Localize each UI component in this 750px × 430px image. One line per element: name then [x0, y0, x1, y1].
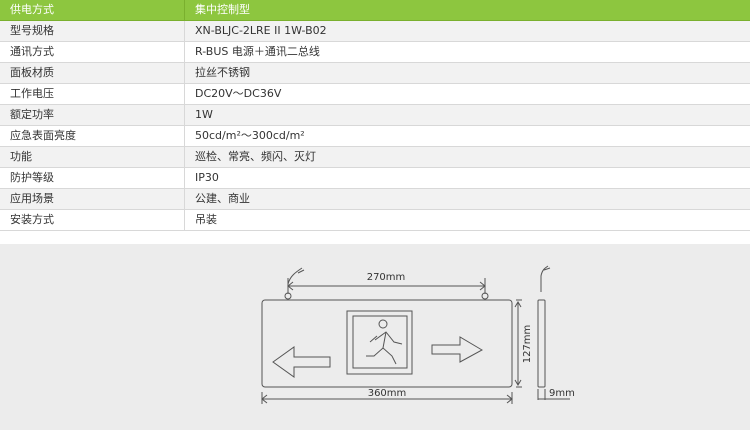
spec-row: 防护等级 IP30	[0, 167, 750, 189]
spec-row: 应急表面亮度 50cd/m²～300cd/m²	[0, 125, 750, 147]
cable-left	[287, 267, 303, 294]
spec-row: 功能 巡检、常亮、频闪、灭灯	[0, 146, 750, 168]
spec-label: 通讯方式	[0, 41, 185, 63]
spec-label: 防护等级	[0, 167, 185, 189]
arrow-left-icon	[272, 346, 331, 378]
exit-frame	[346, 310, 413, 375]
exit-frame-inner	[352, 315, 408, 369]
spec-row: 工作电压 DC20V～DC36V	[0, 83, 750, 105]
spec-value: 1W	[184, 104, 750, 126]
spec-value: 拉丝不锈钢	[184, 62, 750, 84]
spec-value: 巡检、常亮、频闪、灭灯	[184, 146, 750, 168]
hanging-ring-right	[481, 292, 489, 300]
spec-value: IP30	[184, 167, 750, 189]
dim-arrow-height-bottom	[514, 379, 522, 386]
spec-value: 吊装	[184, 209, 750, 231]
spec-label: 型号规格	[0, 20, 185, 42]
spec-value: 50cd/m²～300cd/m²	[184, 125, 750, 147]
spec-row: 安装方式 吊装	[0, 209, 750, 231]
dim-label-height: 127mm	[522, 325, 533, 364]
dim-arrow-bottom-left	[261, 394, 268, 404]
dim-arrow-height-top	[514, 301, 522, 308]
running-man-icon	[366, 319, 403, 365]
spec-label: 工作电压	[0, 83, 185, 105]
spec-label: 功能	[0, 146, 185, 168]
spec-row: 型号规格 XN-BLJC-2LRE II 1W-B02	[0, 20, 750, 42]
spec-row: 通讯方式 R-BUS 电源＋通讯二总线	[0, 41, 750, 63]
spec-value: DC20V～DC36V	[184, 83, 750, 105]
sign-side-view	[537, 299, 546, 388]
spec-row: 额定功率 1W	[0, 104, 750, 126]
spec-value: R-BUS 电源＋通讯二总线	[184, 41, 750, 63]
dim-label-top: 270mm	[367, 272, 406, 283]
spec-label: 应用场景	[0, 188, 185, 210]
spec-label: 面板材质	[0, 62, 185, 84]
cable-tick	[297, 269, 305, 274]
spec-value: 集中控制型	[184, 0, 750, 21]
cable-right	[540, 265, 549, 292]
spec-label: 额定功率	[0, 104, 185, 126]
hanging-ring-left	[284, 292, 292, 300]
arrow-right-icon	[431, 336, 484, 363]
cable-right-tick	[543, 267, 551, 271]
spec-label: 应急表面亮度	[0, 125, 185, 147]
dim-arrow-bottom-right	[506, 394, 513, 404]
spec-row: 应用场景 公建、商业	[0, 188, 750, 210]
dim-label-bottom: 360mm	[368, 388, 407, 399]
spec-table: 供电方式 集中控制型 型号规格 XN-BLJC-2LRE II 1W-B02 通…	[0, 0, 750, 231]
spec-row: 面板材质 拉丝不锈钢	[0, 62, 750, 84]
spec-value: XN-BLJC-2LRE II 1W-B02	[184, 20, 750, 42]
spec-row-header: 供电方式 集中控制型	[0, 0, 750, 21]
dim-label-depth: 9mm	[549, 388, 575, 399]
dimension-drawing: 270mm 360mm 127mm 9mm	[261, 265, 575, 404]
spec-value: 公建、商业	[184, 188, 750, 210]
product-drawing: 270mm 360mm 127mm 9mm	[0, 244, 750, 430]
spec-label: 供电方式	[0, 0, 185, 21]
sign-panel	[261, 299, 513, 388]
spec-label: 安装方式	[0, 209, 185, 231]
